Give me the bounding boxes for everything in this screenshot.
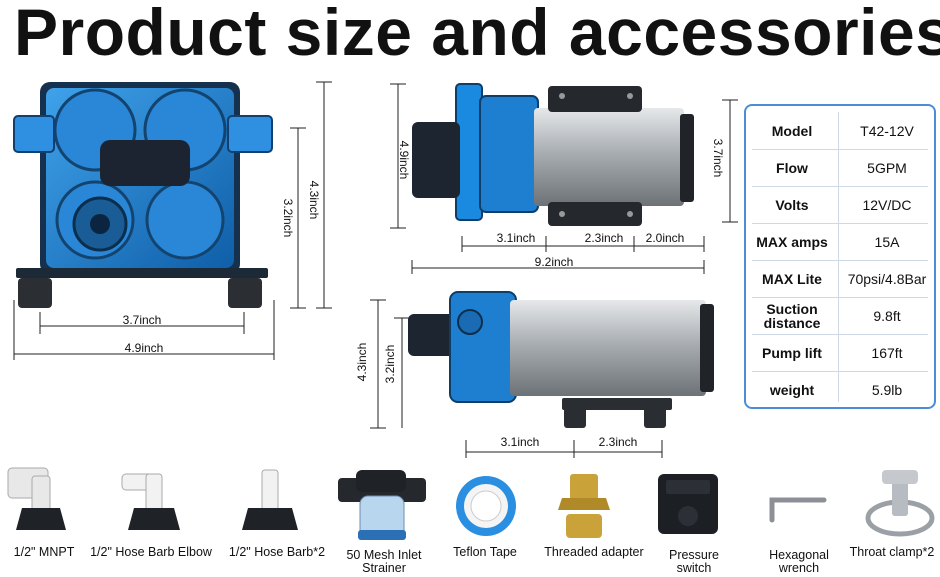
bottom-seg1-label: 3.1inch	[501, 435, 540, 449]
spec-value: 15A	[874, 233, 900, 250]
spec-value: T42-12V	[860, 122, 914, 139]
accessory-label-hose-barb: 1/2" Hose Barb*2	[228, 545, 326, 559]
spec-label: MAX Lite	[762, 270, 822, 287]
spec-divider	[838, 112, 839, 402]
spec-label: Suction distance	[763, 300, 821, 331]
spec-label: Flow	[776, 159, 808, 176]
bottom-view-pump	[408, 291, 714, 428]
accessory-label-teflon-tape: Teflon Tape	[453, 545, 517, 559]
accessory-label-hose-barb-elbow: 1/2" Hose Barb Elbow	[90, 545, 212, 559]
side-seg2-label: 2.3inch	[585, 231, 624, 245]
side-height-left-label: 4.9inch	[397, 141, 411, 180]
side-view-pump	[412, 83, 694, 226]
spec-label: Pump lift	[762, 344, 822, 361]
spec-value: 5GPM	[867, 159, 907, 176]
front-height-inner-label: 3.2inch	[281, 199, 295, 238]
accessory-label-strainer: 50 Mesh Inlet Strainer	[346, 548, 422, 575]
accessory-label-pressure-switch: Pressure switch	[668, 548, 720, 575]
row-divider	[752, 223, 928, 224]
spec-value: 70psi/4.8Bar	[847, 270, 927, 287]
accessory-label-throat-clamp: Throat clamp*2	[849, 545, 935, 559]
pressure-switch-icon	[658, 474, 718, 534]
row-divider	[752, 149, 928, 150]
row-divider	[752, 297, 928, 298]
front-width-inner-label: 3.7inch	[123, 313, 162, 327]
hose-barb-elbow-icon	[121, 473, 180, 530]
spec-value: 5.9lb	[871, 381, 903, 398]
bottom-seg2-label: 2.3inch	[599, 435, 638, 449]
row-divider	[752, 334, 928, 335]
accessory-label-threaded-adapter: Threaded adapter	[544, 545, 644, 559]
accessory-label-hex-wrench: Hexagonal wrench	[769, 548, 829, 575]
row-divider	[752, 371, 928, 372]
row-divider	[752, 186, 928, 187]
spec-row-pump-lift: Pump lift 167ft	[746, 334, 934, 371]
bottom-height-inner-label: 3.2inch	[383, 345, 397, 384]
spec-row-weight: weight 5.9lb	[746, 371, 934, 408]
hex-wrench-icon	[769, 497, 827, 523]
front-dimensions	[13, 81, 332, 360]
bottom-height-outer-label: 4.3inch	[355, 343, 369, 382]
spec-row-model: Model T42-12V	[746, 112, 934, 149]
side-seg1-label: 3.1inch	[497, 231, 536, 245]
page-title: Product size and accessories	[14, 0, 940, 69]
teflon-tape-icon	[456, 476, 516, 536]
side-height-right-label: 3.7inch	[711, 139, 725, 178]
throat-clamp-icon	[865, 470, 935, 537]
spec-label: weight	[769, 381, 815, 398]
spec-label: Volts	[775, 196, 809, 213]
spec-row-max-lite: MAX Lite 70psi/4.8Bar	[746, 260, 934, 297]
spec-label: MAX amps	[756, 233, 828, 250]
spec-value: 9.8ft	[873, 307, 901, 324]
spec-row-volts: Volts 12V/DC	[746, 186, 934, 223]
front-height-outer-label: 4.3inch	[307, 181, 321, 220]
side-dimensions	[390, 83, 738, 274]
side-seg3-label: 2.0inch	[646, 231, 685, 245]
spec-row-max-amps: MAX amps 15A	[746, 223, 934, 260]
side-total-label: 9.2inch	[535, 255, 574, 269]
front-view-pump	[13, 82, 273, 308]
spec-label: Model	[771, 122, 813, 139]
bottom-dimensions	[370, 299, 663, 458]
spec-value: 167ft	[871, 344, 903, 361]
spec-row-suction-distance: Suction distance 9.8ft	[746, 297, 934, 334]
row-divider	[752, 260, 928, 261]
spec-value: 12V/DC	[862, 196, 912, 213]
spec-row-flow: Flow 5GPM	[746, 149, 934, 186]
front-width-outer-label: 4.9inch	[125, 341, 164, 355]
mnpt-fitting-icon	[7, 467, 66, 530]
accessory-label-mnpt: 1/2" MNPT	[13, 545, 75, 559]
spec-table: Model T42-12V Flow 5GPM Volts 12V/DC MAX…	[744, 104, 936, 409]
hose-barb-icon	[242, 469, 298, 530]
strainer-icon	[338, 470, 426, 540]
threaded-adapter-icon	[558, 474, 610, 538]
